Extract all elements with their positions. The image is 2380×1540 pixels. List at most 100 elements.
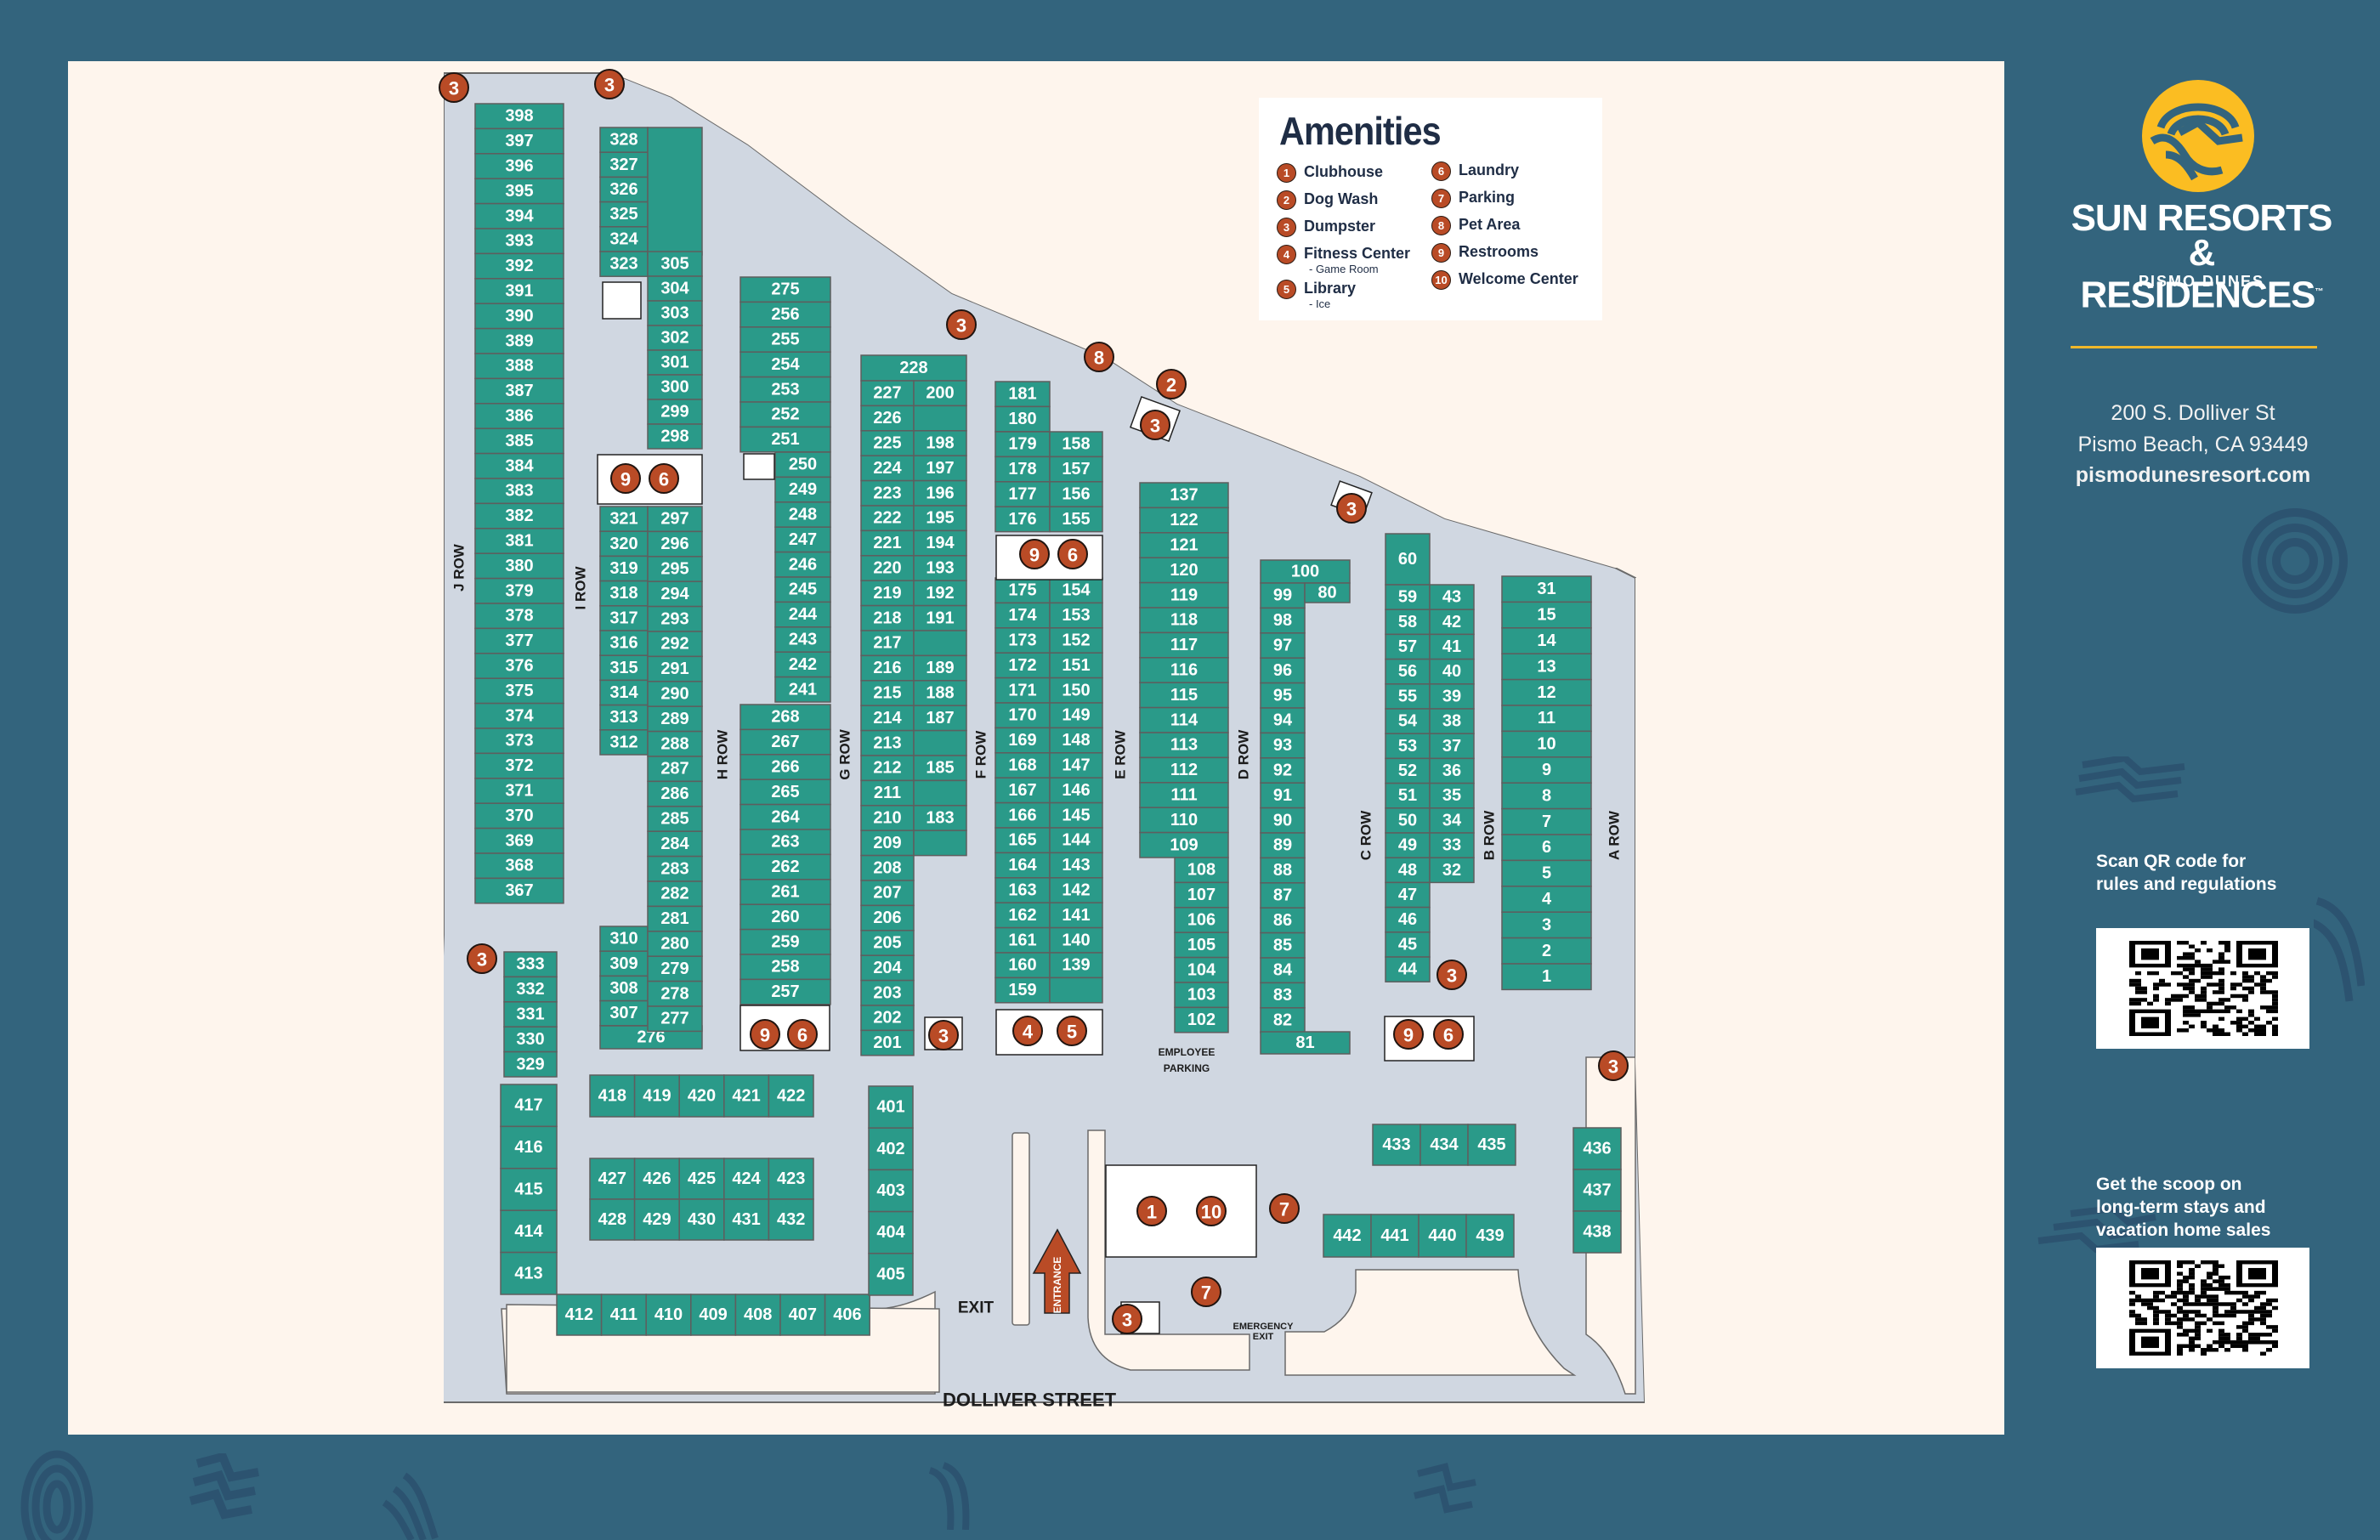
lot[interactable]: 379 [474, 577, 564, 604]
lot[interactable]: 141 [1049, 902, 1103, 929]
lot[interactable]: 143 [1049, 852, 1103, 879]
lot[interactable]: 5 [1501, 859, 1592, 887]
lot[interactable]: 41 [1429, 633, 1475, 660]
lot[interactable]: 303 [647, 300, 703, 326]
lot[interactable]: 53 [1385, 733, 1431, 760]
lot[interactable]: 192 [913, 580, 967, 607]
lot[interactable]: 265 [740, 778, 831, 806]
lot[interactable]: 292 [647, 631, 703, 658]
laundry-marker[interactable]: 6 [1433, 1019, 1464, 1050]
lot[interactable]: 42 [1429, 609, 1475, 636]
lot[interactable] [647, 127, 703, 256]
lot[interactable]: 14 [1501, 627, 1592, 654]
lot[interactable]: 408 [734, 1294, 781, 1336]
lot[interactable]: 428 [589, 1198, 636, 1241]
lot[interactable]: 329 [503, 1050, 558, 1078]
lot[interactable]: 166 [994, 801, 1051, 829]
lot[interactable]: 116 [1139, 657, 1229, 683]
lot[interactable]: 95 [1260, 682, 1306, 709]
lot[interactable]: 103 [1174, 982, 1229, 1009]
lot[interactable]: 418 [589, 1074, 636, 1118]
lot[interactable]: 397 [474, 127, 564, 155]
lot[interactable]: 119 [1139, 581, 1229, 609]
lot[interactable]: 220 [860, 555, 915, 581]
lot[interactable]: 106 [1174, 907, 1229, 933]
lot[interactable]: 201 [860, 1029, 915, 1056]
lot[interactable]: 140 [1049, 926, 1103, 954]
lot[interactable]: 38 [1429, 708, 1475, 734]
lot[interactable]: 202 [860, 1005, 915, 1032]
lot[interactable]: 13 [1501, 653, 1592, 681]
website-link[interactable]: pismodunesresort.com [2075, 463, 2311, 487]
lot[interactable]: 100 [1260, 559, 1351, 584]
lot[interactable]: 388 [474, 353, 564, 380]
lot[interactable]: 419 [633, 1074, 680, 1118]
lot[interactable]: 293 [647, 605, 703, 632]
lot[interactable]: 409 [690, 1294, 737, 1336]
lot[interactable]: 89 [1260, 832, 1306, 859]
lot[interactable]: 253 [740, 376, 831, 403]
clubhouse-marker[interactable]: 1 [1136, 1196, 1167, 1226]
lot[interactable]: 256 [740, 301, 831, 328]
lot[interactable]: 183 [913, 805, 967, 831]
lot[interactable]: 122 [1139, 507, 1229, 534]
lot[interactable]: 84 [1260, 957, 1306, 984]
lot[interactable]: 396 [474, 153, 564, 179]
laundry-marker[interactable]: 6 [1057, 539, 1088, 569]
lot[interactable]: 318 [599, 580, 649, 607]
lot[interactable]: 415 [500, 1168, 558, 1211]
lot[interactable]: 47 [1385, 881, 1431, 909]
lot[interactable]: 211 [860, 779, 915, 807]
lot[interactable]: 258 [740, 954, 831, 981]
parking-marker[interactable]: 7 [1191, 1277, 1221, 1307]
lot[interactable]: 118 [1139, 607, 1229, 634]
lot[interactable]: 411 [600, 1294, 647, 1336]
lot[interactable]: 46 [1385, 906, 1431, 933]
lot[interactable]: 279 [647, 955, 703, 982]
lot[interactable]: 206 [860, 904, 915, 931]
lot[interactable]: 304 [647, 275, 703, 302]
lot[interactable]: 157 [1049, 456, 1103, 483]
lot[interactable] [913, 729, 967, 756]
lot[interactable]: 145 [1049, 801, 1103, 829]
lot[interactable]: 59 [1385, 584, 1431, 610]
lot[interactable]: 196 [913, 479, 967, 507]
lot[interactable]: 51 [1385, 782, 1431, 809]
lot[interactable]: 49 [1385, 832, 1431, 858]
lot[interactable]: 436 [1572, 1127, 1622, 1170]
lot[interactable]: 146 [1049, 777, 1103, 804]
lot[interactable]: 4 [1501, 886, 1592, 913]
lot[interactable]: 262 [740, 853, 831, 880]
lot[interactable] [913, 829, 967, 857]
lot[interactable]: 321 [599, 506, 649, 532]
lot[interactable]: 216 [860, 654, 915, 682]
dumpster-marker[interactable]: 3 [594, 69, 625, 99]
parking-marker[interactable]: 7 [1269, 1193, 1300, 1224]
lot[interactable]: 31 [1501, 575, 1592, 603]
lot[interactable]: 294 [647, 580, 703, 608]
lot[interactable]: 194 [913, 529, 967, 557]
lot[interactable]: 81 [1260, 1031, 1351, 1055]
lot[interactable]: 163 [994, 877, 1051, 903]
lot[interactable]: 404 [868, 1210, 914, 1254]
lot[interactable]: 302 [647, 325, 703, 351]
lot[interactable]: 139 [1049, 952, 1103, 979]
lot[interactable]: 424 [723, 1158, 770, 1200]
lot[interactable]: 248 [774, 501, 831, 528]
lot[interactable]: 209 [860, 829, 915, 857]
lot[interactable]: 155 [1049, 506, 1103, 533]
lot[interactable]: 151 [1049, 652, 1103, 679]
lot[interactable]: 373 [474, 728, 564, 755]
lot[interactable]: 207 [860, 880, 915, 907]
lot[interactable]: 154 [1049, 577, 1103, 604]
lot[interactable]: 36 [1429, 757, 1475, 784]
lot[interactable]: 12 [1501, 678, 1592, 706]
lot[interactable]: 320 [599, 530, 649, 558]
lot[interactable]: 120 [1139, 557, 1229, 584]
lot[interactable]: 43 [1429, 584, 1475, 610]
lot[interactable]: 394 [474, 202, 564, 229]
lot[interactable]: 440 [1418, 1214, 1467, 1258]
lot[interactable]: 35 [1429, 782, 1475, 809]
lot[interactable]: 114 [1139, 706, 1229, 733]
lot[interactable]: 85 [1260, 931, 1306, 959]
